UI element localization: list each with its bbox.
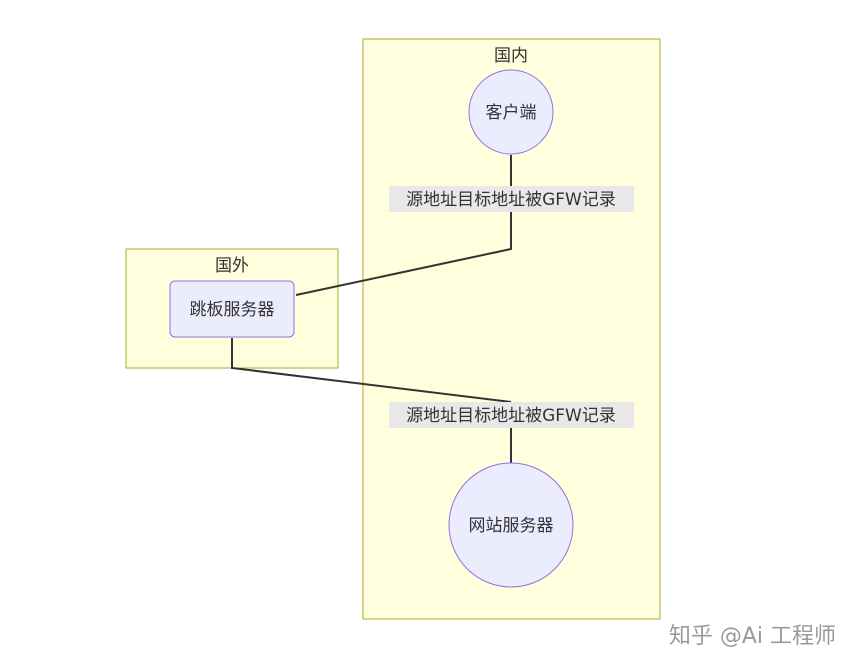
watermark-text: 知乎 @Ai 工程师 bbox=[669, 624, 836, 649]
node-website-server: 网站服务器 bbox=[448, 462, 574, 588]
node-jump-server-label: 跳板服务器 bbox=[190, 300, 275, 320]
node-website-server-label: 网站服务器 bbox=[469, 516, 554, 536]
node-website-server-shape bbox=[448, 462, 574, 588]
node-jump-server-shape bbox=[169, 280, 295, 338]
edge-label-1: 源地址目标地址被GFW记录 bbox=[389, 186, 634, 212]
edge-label-1-text: 源地址目标地址被GFW记录 bbox=[406, 190, 616, 210]
edge-label-2: 源地址目标地址被GFW记录 bbox=[389, 402, 634, 428]
edge-label-1-to-jump-server bbox=[295, 212, 512, 296]
edges bbox=[231, 155, 512, 463]
edge-label-2-background bbox=[389, 402, 634, 428]
node-client-label: 客户端 bbox=[486, 103, 537, 123]
node-client-shape bbox=[468, 69, 554, 155]
cluster-abroad-title: 国外 bbox=[215, 256, 249, 276]
cluster-domestic-title: 国内 bbox=[494, 46, 528, 66]
edge-jump-server-to-label-2 bbox=[231, 338, 512, 403]
edge-label-2-text: 源地址目标地址被GFW记录 bbox=[406, 406, 616, 426]
edge-label-1-background bbox=[389, 186, 634, 212]
node-jump-server: 跳板服务器 bbox=[169, 280, 295, 338]
node-client: 客户端 bbox=[468, 69, 554, 155]
